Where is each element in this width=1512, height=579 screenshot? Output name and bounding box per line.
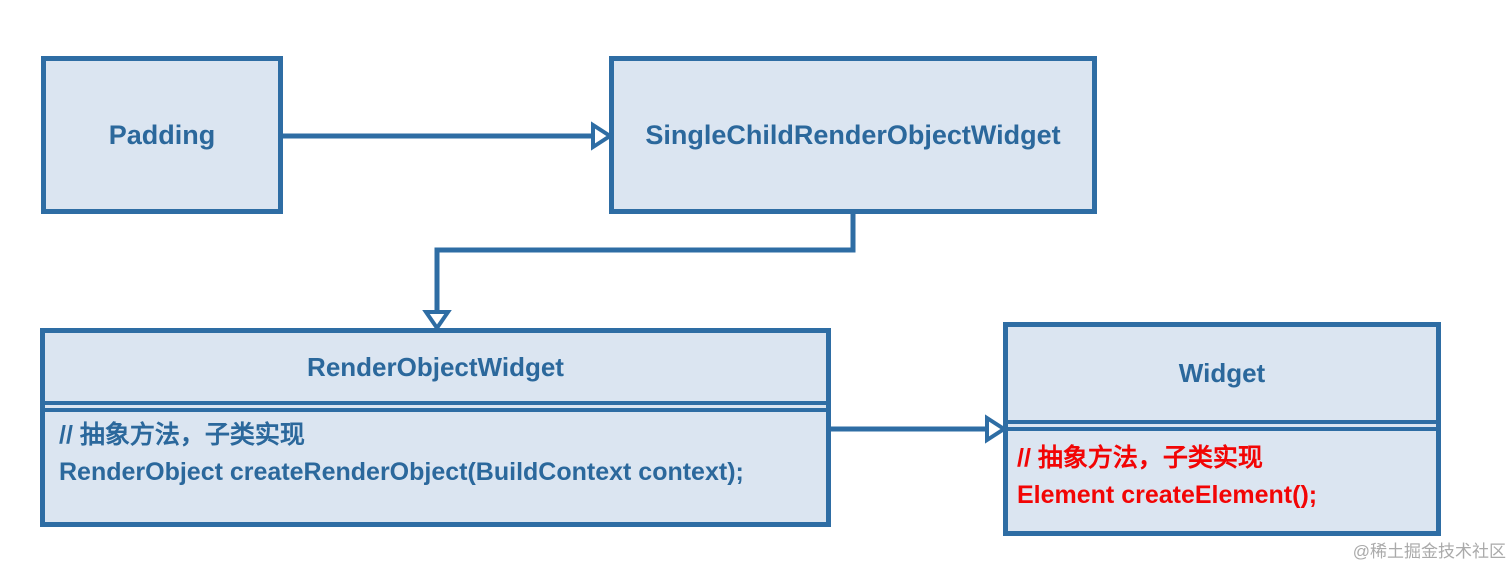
node-padding: Padding [41,56,283,214]
edge-line [434,214,856,312]
compartment-divider [1008,424,1436,427]
node-widget: Widget // 抽象方法，子类实现 Element createElemen… [1003,322,1441,536]
code-line: RenderObject createRenderObject(BuildCon… [59,458,744,486]
node-renderobjectwidget-body: // 抽象方法，子类实现 RenderObject createRenderOb… [45,408,826,518]
edge-singlechildrenderobjectwidget-to-renderobjectwidget [422,214,856,332]
edge-renderobjectwidget-to-widget [831,414,1008,444]
node-widget-title: Widget [1008,327,1436,424]
comment-line: // 抽象方法，子类实现 [1017,444,1263,472]
code-line: Element createElement(); [1017,481,1318,509]
edge-padding-to-singlechildrenderobjectwidget [283,121,614,151]
node-padding-title: Padding [108,119,216,150]
inheritance-arrowhead-icon [985,414,1008,444]
watermark: @稀土掘金技术社区 [1352,542,1506,561]
node-widget-body: // 抽象方法，子类实现 Element createElement(); [1008,427,1436,527]
compartment-divider [45,405,826,408]
node-renderobjectwidget-title: RenderObjectWidget [45,333,826,405]
inheritance-arrowhead-icon [591,121,614,151]
inheritance-arrowhead-icon [422,310,452,332]
node-singlechildrenderobjectwidget: SingleChildRenderObjectWidget [609,56,1097,214]
comment-line: // 抽象方法，子类实现 [59,421,305,449]
node-renderobjectwidget: RenderObjectWidget // 抽象方法，子类实现 RenderOb… [40,328,831,527]
node-singlechildrenderobjectwidget-title: SingleChildRenderObjectWidget [645,119,1061,150]
